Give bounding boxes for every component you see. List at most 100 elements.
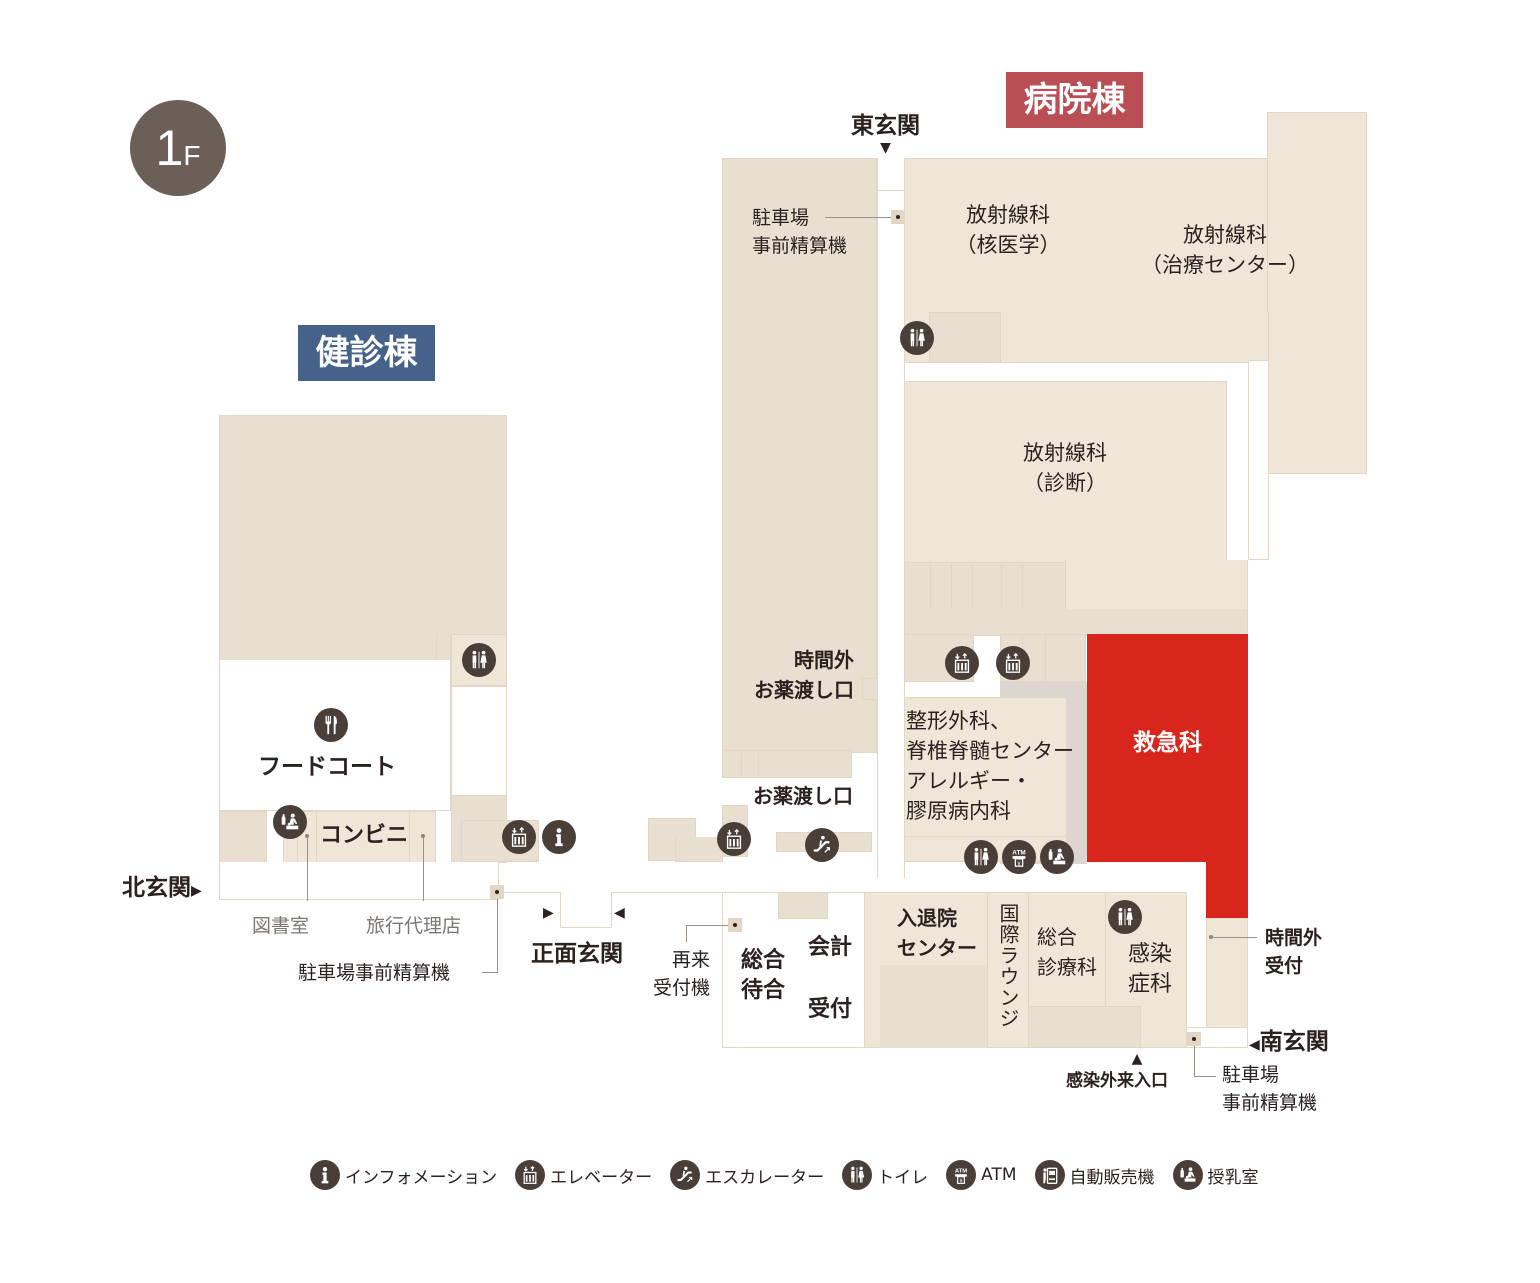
vending-machine-icon [1034, 1160, 1065, 1190]
legend: インフォメーション エレベーター エスカレーター トイレ ATM 自動販売機 授… [310, 1160, 1259, 1190]
arrow-left-icon: ◀ [1249, 1037, 1260, 1053]
stairs-block-mid2 [675, 837, 723, 862]
label-after-hours-pharmacy: 時間外 お薬渡し口 [722, 645, 854, 705]
label-line: 事前精算機 [1222, 1092, 1318, 1114]
legend-item-nursing: 授乳室 [1172, 1160, 1259, 1190]
main-entrance-vestibule [560, 892, 612, 928]
label-food-court: フードコート [258, 754, 396, 780]
entrance-infection-label: 感染外来入口 [1066, 1071, 1168, 1091]
legend-label: エレベーター [550, 1167, 653, 1188]
label-parking-prepay-south: 駐車場 事前精算機 [1222, 1061, 1317, 1117]
label-line: 事前精算機 [752, 235, 848, 257]
room-emergency-ext [1206, 860, 1248, 920]
label-radiology-diagnosis: 放射線科 （診断） [960, 438, 1170, 498]
restroom-icon[interactable] [462, 643, 496, 677]
entrance-south-label: 南玄関 [1259, 1029, 1329, 1055]
parking-prepay-main-marker [490, 885, 504, 899]
label-revisit-kiosk: 再来 受付機 [630, 946, 710, 1002]
entrance-east-label: 東玄関 [851, 113, 920, 139]
label-radiology-nuclear: 放射線科 （核医学） [904, 200, 1112, 260]
room-after-hours-reception[interactable] [1206, 918, 1248, 1028]
room-checkup-main [219, 415, 507, 661]
label-intl-lounge: 国際ラウンジ [996, 903, 1020, 1029]
label-line: 膠原病内科 [906, 799, 1011, 823]
label-line: （核医学） [955, 233, 1061, 257]
label-line: 放射線科 [966, 203, 1050, 227]
label-accounting: 会計 [808, 935, 853, 960]
atm-icon[interactable] [1002, 840, 1036, 874]
entrance-infection[interactable]: ▲ 感染外来入口 [1066, 1052, 1168, 1091]
building-tag-checkup: 健診棟 [298, 325, 435, 381]
label-line: 脊椎脊髄センター [906, 739, 1074, 763]
entrance-south[interactable]: ◀南玄関 [1249, 1022, 1329, 1056]
arrow-down-icon: ▼ [880, 140, 891, 156]
label-line: 再来 [671, 949, 710, 971]
legend-label: トイレ [877, 1167, 929, 1188]
restroom-icon[interactable] [1108, 900, 1142, 934]
label-line: センター [897, 936, 977, 960]
elevator-icon[interactable] [996, 646, 1030, 680]
time-pharmacy-stub [862, 678, 878, 700]
room-radiology-therapy-corridor-side [1248, 360, 1269, 560]
label-after-hours-reception: 時間外 受付 [1265, 924, 1322, 980]
elevator-icon[interactable] [717, 822, 751, 856]
label-line: 放射線科 [1183, 223, 1267, 247]
floor-number: 1 [155, 120, 184, 176]
label-reception: 受付 [808, 997, 853, 1022]
restroom-icon[interactable] [964, 840, 998, 874]
label-line: （診断） [1023, 471, 1107, 495]
legend-item-vending: 自動販売機 [1034, 1160, 1155, 1190]
label-line: 時間外 [1265, 927, 1323, 949]
room-radiology-therapy-tower [1267, 112, 1367, 474]
food-court-icon[interactable] [314, 708, 348, 742]
label-radiology-therapy: 放射線科 （治療センター） [1120, 220, 1330, 280]
legend-item-elevator: エレベーター [515, 1160, 652, 1190]
room-intl-lounge[interactable] [987, 892, 1029, 1048]
escalator-icon [670, 1160, 701, 1190]
legend-item-info: インフォメーション [310, 1160, 497, 1190]
escalator-icon[interactable] [805, 828, 839, 862]
nursing-room-icon[interactable] [1040, 840, 1074, 874]
elevator-icon[interactable] [945, 646, 979, 680]
room-west-block-lower [722, 750, 852, 778]
label-line: 放射線科 [1023, 441, 1107, 465]
label-line: お薬渡し口 [754, 678, 854, 702]
parking-prepay-north-marker [891, 210, 905, 224]
room-southwest-block [1028, 1006, 1141, 1048]
east-corridor [877, 158, 905, 878]
legend-item-escalator: エスカレーター [670, 1160, 824, 1190]
room-emergency[interactable] [1087, 634, 1248, 862]
elevator-icon[interactable] [502, 820, 536, 854]
arrow-left-icon: ◀ [614, 905, 625, 921]
label-line: 受付機 [652, 977, 710, 999]
info-icon[interactable] [542, 820, 576, 854]
legend-label: 授乳室 [1207, 1167, 1259, 1188]
elevator-icon [515, 1160, 546, 1190]
entrance-main[interactable]: 正面玄関 [531, 941, 623, 967]
arrow-up-icon: ▲ [1131, 1051, 1143, 1067]
legend-label: インフォメーション [345, 1167, 498, 1188]
label-admission-center: 入退院 センター [897, 903, 977, 963]
label-line: 感染 [1128, 942, 1173, 967]
label-parking-prepay-north: 駐車場 事前精算機 [752, 204, 847, 260]
room-library-block[interactable] [219, 811, 267, 863]
label-travel-agency: 旅行代理店 [366, 915, 462, 937]
room-radiology-diagnosis[interactable] [904, 381, 1227, 581]
entrance-north-label: 北玄関 [122, 875, 191, 901]
entrance-east[interactable]: 東玄関 ▼ [851, 106, 920, 156]
label-line: アレルギー・ [906, 769, 1032, 793]
arrow-right-icon: ▶ [191, 883, 202, 899]
label-convenience-store: コンビニ [320, 823, 409, 848]
nursing-room-icon[interactable] [273, 805, 307, 839]
north-corridor [219, 862, 499, 900]
restroom-area-north [929, 312, 1001, 363]
label-line: 総合 [741, 948, 786, 973]
room-west-block [722, 158, 877, 753]
label-parking-prepay-main: 駐車場事前精算機 [298, 962, 451, 984]
restroom-icon[interactable] [900, 321, 934, 355]
label-line: 整形外科、 [906, 709, 1011, 733]
legend-item-atm: ATM [946, 1160, 1017, 1190]
checkup-corridor-east [451, 686, 507, 796]
entrance-north[interactable]: 北玄関▶ [122, 868, 202, 902]
service-strip [904, 609, 1248, 636]
